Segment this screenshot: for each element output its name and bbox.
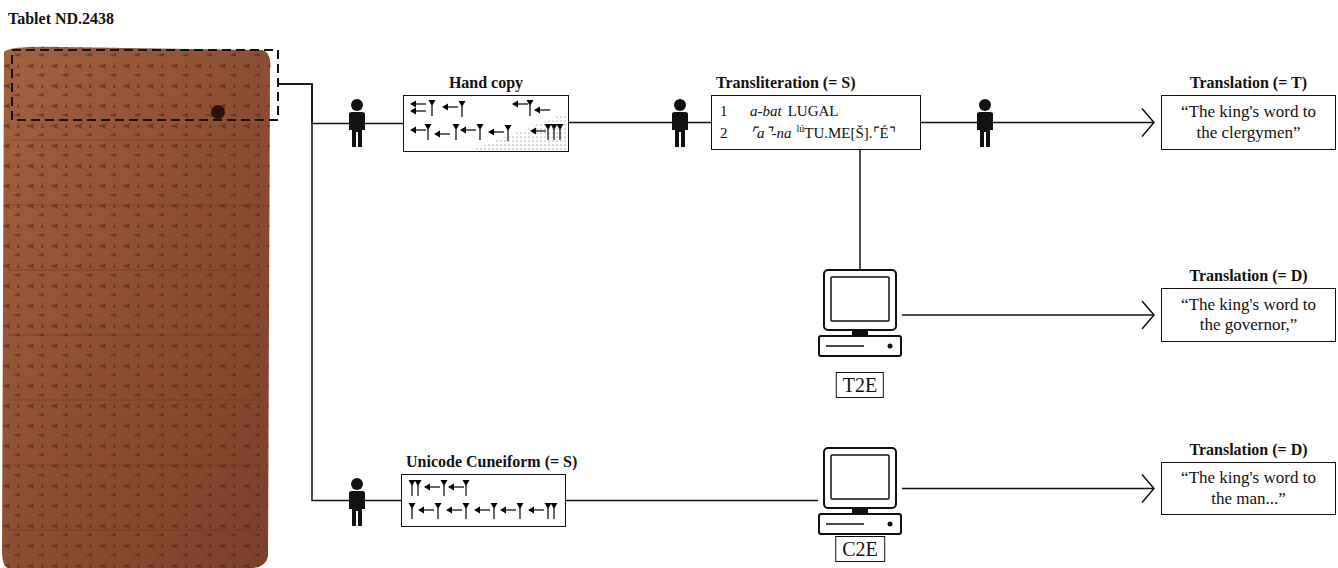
model-node: C2E [818,448,902,562]
logogram: TU.ME[Š].⌜É⌝ [804,123,896,145]
flow-connector [569,122,711,124]
model-node: T2E [818,270,902,398]
hand-copy-box: Hand copy [403,95,569,152]
model-label: T2E [836,372,884,398]
flow-connector [566,500,818,502]
translation-box: Translation (= D)“The king's word to the… [1161,462,1336,515]
translation-text: “The king's word to the clergymen” [1180,102,1318,143]
box-heading: Translation (= D) [1189,441,1307,459]
translation-text: “The king's word to the man...” [1180,468,1318,509]
akkadian-word: ⌜a⌝-na [750,123,792,145]
person-icon [349,478,365,526]
person-icon [672,99,688,147]
box-heading: Hand copy [449,74,523,92]
flow-connector [278,84,401,501]
focus-frame [12,50,278,120]
person-icon [977,99,993,147]
flow-connector [902,488,1154,490]
tablet-photo: Tablet ND.2438 [0,47,278,568]
computer-icon [819,270,901,356]
computer-icon [819,448,901,534]
translation-box: Translation (= T)“The king's word to the… [1161,95,1336,150]
box-heading: Tablet ND.2438 [8,10,114,28]
flow-connector [859,150,861,270]
model-label: C2E [835,536,885,562]
box-heading: Transliteration (= S) [716,74,855,92]
box-heading: Translation (= D) [1189,267,1307,285]
translation-text: “The king's word to the governor,” [1180,295,1318,336]
determinative: lú [797,122,805,137]
unicode-box: Unicode Cuneiform (= S) [401,474,566,527]
box-heading: Unicode Cuneiform (= S) [406,453,577,471]
transliteration-line: 1a-bat LUGAL [720,101,896,123]
translation-box: Translation (= D)“The king's word to the… [1161,288,1336,342]
hand-copy-drawing [410,100,568,151]
akkadian-word: a-bat [750,101,782,123]
line-number: 1 [720,101,750,123]
clay-tablet [2,47,270,568]
flow-connector [278,84,403,124]
person-icon [349,99,365,147]
transliteration-line: 2⌜a⌝-na lúTU.ME[Š].⌜É⌝ [720,123,896,145]
transliteration-lines: 1a-bat LUGAL 2⌜a⌝-na lúTU.ME[Š].⌜É⌝ [712,101,904,145]
transliteration-box: Transliteration (= S)1a-batLUGAL2⌜a⌝-nal… [711,95,921,150]
flow-connector [921,122,1154,124]
box-heading: Translation (= T) [1190,74,1307,92]
line-number: 2 [720,123,750,145]
logogram: LUGAL [788,101,839,123]
flow-connector [902,314,1154,316]
unicode-cuneiform-glyphs [409,480,558,519]
